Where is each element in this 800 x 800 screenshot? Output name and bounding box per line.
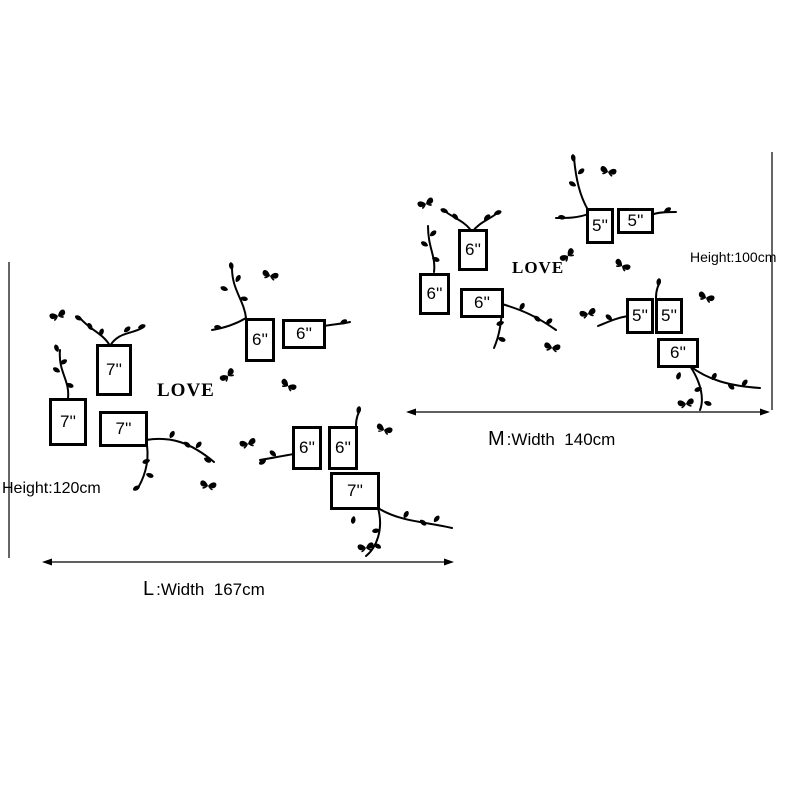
branch-m-8: [653, 211, 677, 215]
butterfly-icon: [199, 480, 217, 491]
frame-size: 6'': [335, 438, 351, 457]
arrowheads: [42, 408, 770, 566]
branch-l-9: [259, 453, 295, 461]
branch-l-7: [211, 317, 247, 331]
frame-size: 6'': [426, 284, 443, 303]
frame-size: 6'': [465, 240, 481, 259]
frame-size: 7'': [60, 412, 76, 431]
frame-size: 6'': [670, 343, 686, 362]
frame-l-6: 6'': [292, 426, 322, 470]
butterfly-icon: [543, 342, 561, 353]
width-label-m: M:Width 140cm: [488, 428, 615, 451]
width-label-l: L:Width 167cm: [143, 578, 265, 601]
frame-size: 6'': [474, 293, 490, 312]
frame-size: 5'': [661, 306, 677, 325]
frame-l-5: 6'': [282, 319, 326, 349]
height-label-l: Height:120cm: [2, 480, 101, 497]
butterfly-icon: [238, 437, 257, 450]
frame-size: 7'': [115, 419, 132, 438]
branch-l-5: [137, 439, 149, 489]
butterfly-icon: [677, 398, 695, 409]
width-value-l: :Width 167cm: [156, 580, 265, 599]
branch-l-2: [79, 317, 111, 347]
frame-size: 6'': [252, 330, 268, 349]
frame-l-4: 6'': [245, 318, 275, 362]
dimension-lines: [8, 152, 773, 563]
branch-m-11: [689, 365, 761, 389]
frame-size: 7'': [106, 360, 122, 379]
branch-l-8: [323, 321, 351, 327]
frame-size: 6'': [299, 438, 315, 457]
branch-m-9: [597, 315, 629, 327]
frame-size: 7'': [347, 481, 363, 500]
frame-m-7: 5'': [655, 298, 683, 334]
branch-l-12: [365, 507, 382, 557]
frame-size: 5'': [627, 211, 644, 230]
frame-size: 6'': [296, 324, 312, 343]
butterfly-icon: [613, 257, 632, 274]
frame-l-1: 7'': [96, 344, 132, 396]
arrow-right-icon: [444, 558, 454, 566]
arrow-right-icon: [760, 408, 770, 416]
size-letter-l: L: [143, 578, 155, 600]
frame-l-3: 7'': [99, 411, 148, 447]
love-text-l: LOVE: [157, 380, 215, 401]
frame-size: 5'': [592, 216, 608, 235]
branch-m-12: [689, 365, 703, 411]
frame-m-4: 5'': [586, 208, 614, 244]
width-value-m: :Width 140cm: [506, 430, 616, 449]
butterfly-icon: [697, 290, 716, 305]
branch-l-3: [109, 327, 143, 347]
frame-m-3: 6'': [460, 288, 504, 318]
frame-m-2: 6'': [419, 273, 450, 315]
branch-l-1: [58, 349, 70, 399]
butterfly-icon: [261, 269, 280, 282]
butterfly-icon: [279, 377, 298, 394]
love-text-m: LOVE: [512, 258, 565, 277]
frame-l-8: 7'': [330, 472, 380, 510]
branch-l-6: [231, 267, 247, 319]
height-label-m: Height:100cm: [690, 249, 777, 265]
butterfly-icon: [375, 422, 394, 437]
size-letter-m: M: [488, 428, 505, 450]
butterfly-icon: [416, 196, 435, 211]
branch-m-1: [427, 225, 436, 273]
branch-m-4: [501, 303, 557, 331]
butterflies-group: [48, 165, 716, 553]
butterfly-icon: [578, 307, 597, 320]
branch-l-4: [145, 437, 215, 463]
arrow-left-icon: [406, 408, 416, 416]
arrow-left-icon: [42, 558, 52, 566]
frame-size: 5'': [632, 306, 648, 325]
branch-m-6: [573, 157, 589, 211]
frame-m-6: 5'': [626, 298, 654, 334]
frame-m-1: 6'': [458, 229, 488, 271]
branch-l-11: [377, 507, 453, 529]
butterfly-icon: [599, 165, 618, 178]
butterfly-icon: [48, 308, 67, 323]
frame-l-7: 6'': [328, 426, 358, 470]
frame-l-2: 7'': [49, 398, 87, 446]
frame-m-8: 6'': [657, 338, 699, 368]
butterfly-icon: [218, 367, 237, 384]
frame-m-5: 5'': [617, 208, 654, 234]
